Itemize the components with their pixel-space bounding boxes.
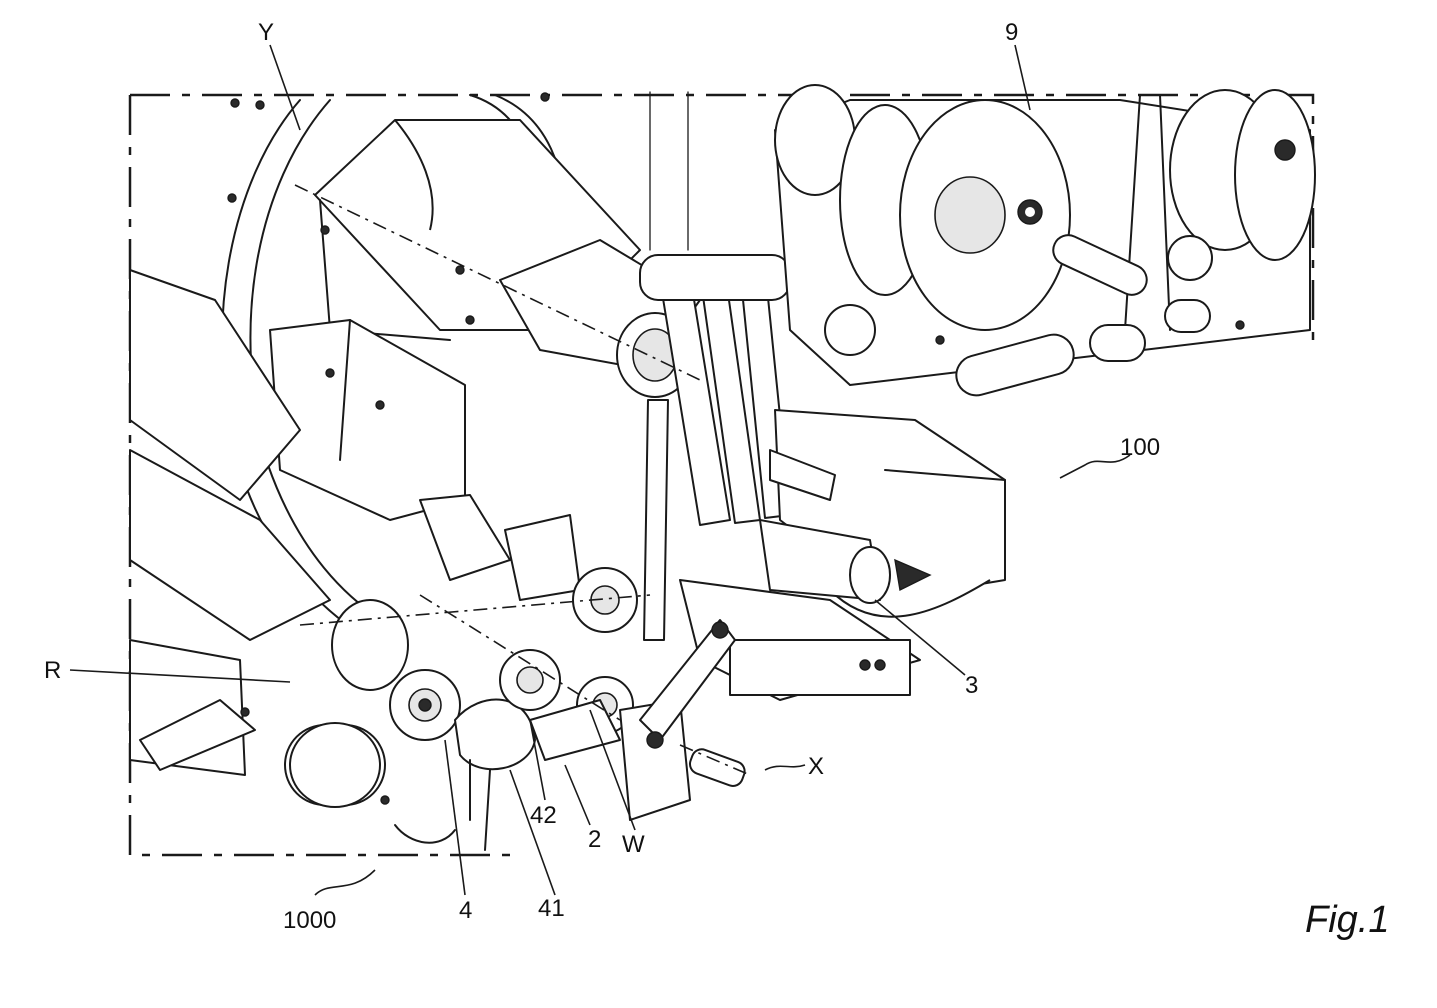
label-y: Y xyxy=(258,19,274,46)
label-r: R xyxy=(44,657,61,684)
leader-x xyxy=(765,765,805,770)
leader-41 xyxy=(510,770,555,895)
label-x: X xyxy=(808,753,824,780)
label-9: 9 xyxy=(1005,19,1018,46)
leader-1000 xyxy=(315,870,375,895)
label-100: 100 xyxy=(1120,434,1160,461)
figure-caption: Fig.1 xyxy=(1305,899,1389,941)
label-4: 4 xyxy=(459,897,472,924)
leader-2 xyxy=(565,765,590,825)
label-2: 2 xyxy=(588,826,601,853)
label-3: 3 xyxy=(965,672,978,699)
label-41: 41 xyxy=(538,895,565,922)
label-w: W xyxy=(622,831,645,858)
leader-y xyxy=(270,45,300,130)
label-42: 42 xyxy=(530,802,557,829)
label-1000: 1000 xyxy=(283,907,336,934)
leader-4 xyxy=(445,740,465,895)
